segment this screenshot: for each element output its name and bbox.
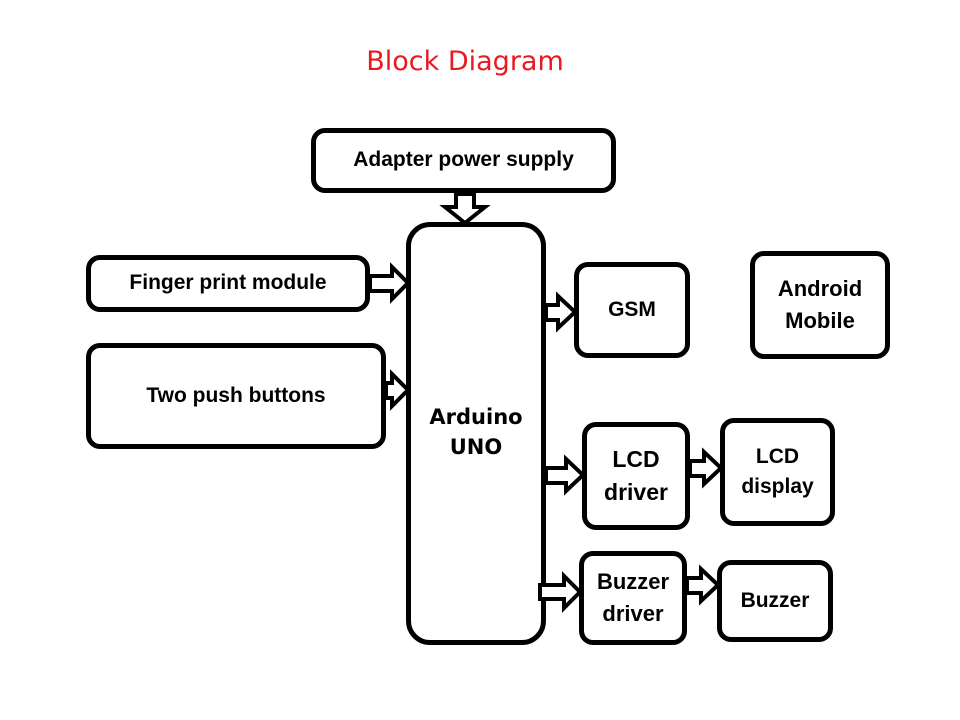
arrow-arduino-to-buzzer-driver xyxy=(538,571,583,613)
lcd-driver-block: LCD driver xyxy=(582,422,690,530)
arrow-buzzer-driver-to-buzzer xyxy=(685,564,721,606)
arrow-arduino-to-lcd-driver xyxy=(544,454,586,496)
buzzer-driver-block: Buzzer driver xyxy=(579,551,687,645)
adapter-power-supply-block: Adapter power supply xyxy=(311,128,616,193)
diagram-title: Block Diagram xyxy=(366,46,564,77)
arrow-adapter-to-arduino xyxy=(439,192,491,226)
android-mobile-block: Android Mobile xyxy=(750,251,890,359)
arrow-fingerprint-to-arduino xyxy=(368,262,411,304)
arduino-uno-block: Arduino UNO xyxy=(406,222,546,645)
lcd-display-block: LCD display xyxy=(720,418,835,526)
arrow-lcd-driver-to-lcd-display xyxy=(688,447,724,489)
gsm-block: GSM xyxy=(574,262,690,358)
arrow-arduino-to-gsm xyxy=(544,291,578,333)
arrow-pushbuttons-to-arduino xyxy=(384,369,411,411)
fingerprint-module-block: Finger print module xyxy=(86,255,370,312)
push-buttons-block: Two push buttons xyxy=(86,343,386,449)
buzzer-block: Buzzer xyxy=(717,560,833,642)
